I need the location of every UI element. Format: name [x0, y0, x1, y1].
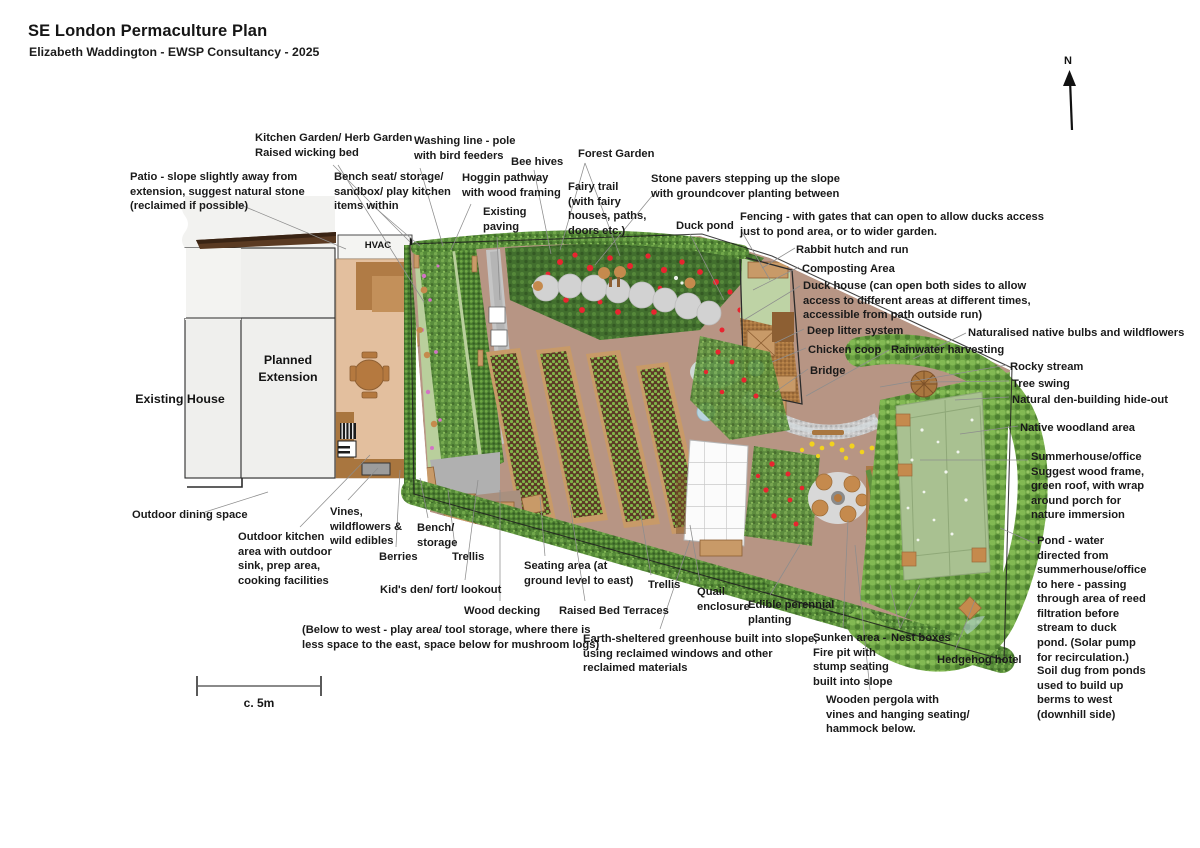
callout-label-outdoor-dining: Outdoor dining space	[132, 509, 248, 521]
callout-label-soil-berms: Soil dug from ponds used to build up ber…	[1037, 665, 1146, 721]
callout-label-native-woodland: Native woodland area	[1020, 422, 1136, 434]
scale-bar-line	[196, 685, 322, 687]
scale-bar-tick-left	[196, 676, 198, 696]
scale-bar-tick-right	[320, 676, 322, 696]
callout-label-rocky-stream: Rocky stream	[1010, 361, 1084, 373]
callout-label-tree-swing: Tree swing	[1012, 378, 1070, 390]
tree-swing-shape	[910, 370, 938, 398]
callout-label-raised-bed-terraces: Raised Bed Terraces	[559, 605, 669, 617]
callout-label-seating-area: Seating area (at ground level to east)	[524, 560, 634, 587]
north-arrow: N	[1054, 55, 1094, 136]
callout-label-summerhouse: Summerhouse/office Suggest wood frame, g…	[1031, 451, 1145, 522]
callout-label-wood-decking: Wood decking	[464, 605, 541, 617]
callout-label-fencing: Fencing - with gates that can open to al…	[740, 211, 1044, 238]
callout-label-edible-perennial: Edible perennial planting	[748, 599, 835, 626]
bench-shape	[812, 430, 844, 435]
scale-bar-caption: c. 5m	[243, 696, 275, 710]
north-arrow-icon	[1063, 70, 1076, 131]
stone-pavers	[532, 273, 722, 326]
callout-label-wooden-pergola: Wooden pergola with vines and hanging se…	[826, 694, 970, 736]
callout-label-forest-garden: Forest Garden	[578, 148, 655, 160]
existing-house-label: Existing House	[135, 392, 225, 406]
callout-label-chicken-coop: Chicken coop	[808, 344, 882, 356]
callout-label-fairy-trail: Fairy trail (with fairy houses, paths, d…	[568, 181, 647, 237]
callout-label-trellis-1: Trellis	[452, 551, 485, 563]
callout-label-bench-storage: Bench/ storage	[417, 522, 458, 549]
existing-house-shape	[182, 196, 336, 488]
callout-label-naturalised-bulbs: Naturalised native bulbs and wildflowers	[968, 327, 1185, 339]
callout-label-deep-litter: Deep litter system	[807, 325, 904, 337]
callout-label-composting-area: Composting Area	[802, 263, 895, 275]
callout-label-patio: Patio - slope slightly away from extensi…	[130, 171, 305, 213]
greenhouse-shape	[683, 439, 749, 557]
summerhouse-shape	[895, 391, 991, 581]
callout-label-trellis-2: Trellis	[648, 579, 681, 591]
callout-label-kids-den: Kid's den/ fort/ lookout	[380, 584, 502, 596]
scale-bar: c. 5m	[196, 676, 322, 710]
callout-label-existing-paving: Existing paving	[483, 206, 527, 233]
callout-label-nest-boxes: Nest boxes	[891, 632, 951, 644]
callout-label-duck-house: Duck house (can open both sides to allow…	[803, 280, 1031, 322]
callout-label-bridge: Bridge	[810, 365, 846, 377]
callout-label-duck-pond: Duck pond	[676, 220, 734, 232]
callout-label-greenhouse: Earth-sheltered greenhouse built into sl…	[583, 633, 818, 675]
callout-label-rabbit-hutch: Rabbit hutch and run	[796, 244, 909, 256]
callout-label-bee-hives: Bee hives	[511, 156, 564, 168]
callout-label-washing-line: Washing line - pole with bird feeders	[414, 135, 516, 162]
callout-label-vines-wildflowers: Vines, wildflowers & wild edibles	[330, 506, 403, 548]
callout-label-bench-seat: Bench seat/ storage/ sandbox/ play kitch…	[334, 171, 451, 213]
page-subtitle: Elizabeth Waddington - EWSP Consultancy …	[29, 45, 320, 59]
north-label: N	[1064, 55, 1072, 67]
yellow-flowers	[799, 441, 875, 461]
steps	[340, 423, 356, 439]
callout-label-den-building: Natural den-building hide-out	[1012, 394, 1168, 406]
callout-label-hedgehog-hotel: Hedgehog hotel	[937, 654, 1022, 666]
hvac-label: HVAC	[364, 240, 392, 251]
callout-label-stone-pavers: Stone pavers stepping up the slope with …	[651, 173, 840, 200]
callout-label-rainwater-harvesting: Rainwater harvesting	[891, 344, 1005, 356]
callout-label-kitchen-garden: Kitchen Garden/ Herb Garden Raised wicki…	[255, 132, 413, 159]
callout-label-below-to-west: (Below to west - play area/ tool storage…	[302, 624, 600, 651]
patio-area	[335, 258, 411, 479]
callout-label-outdoor-kitchen: Outdoor kitchen area with outdoor sink, …	[238, 531, 332, 587]
callout-label-pond: Pond - water directed from summerhouse/o…	[1037, 535, 1147, 664]
callout-label-sunken-area: Sunken area - Fire pit with stump seatin…	[813, 632, 893, 688]
planned-extension-label: Planned Extension	[258, 353, 318, 384]
callout-label-berries: Berries	[379, 551, 418, 563]
callout-label-quail-enclosure: Quail enclosure	[697, 586, 750, 613]
page-title: SE London Permaculture Plan	[28, 22, 268, 40]
quail-enclosure-shape	[676, 474, 686, 534]
callout-label-hoggin-pathway: Hoggin pathway with wood framing	[462, 172, 561, 199]
firepit-area	[808, 472, 869, 524]
